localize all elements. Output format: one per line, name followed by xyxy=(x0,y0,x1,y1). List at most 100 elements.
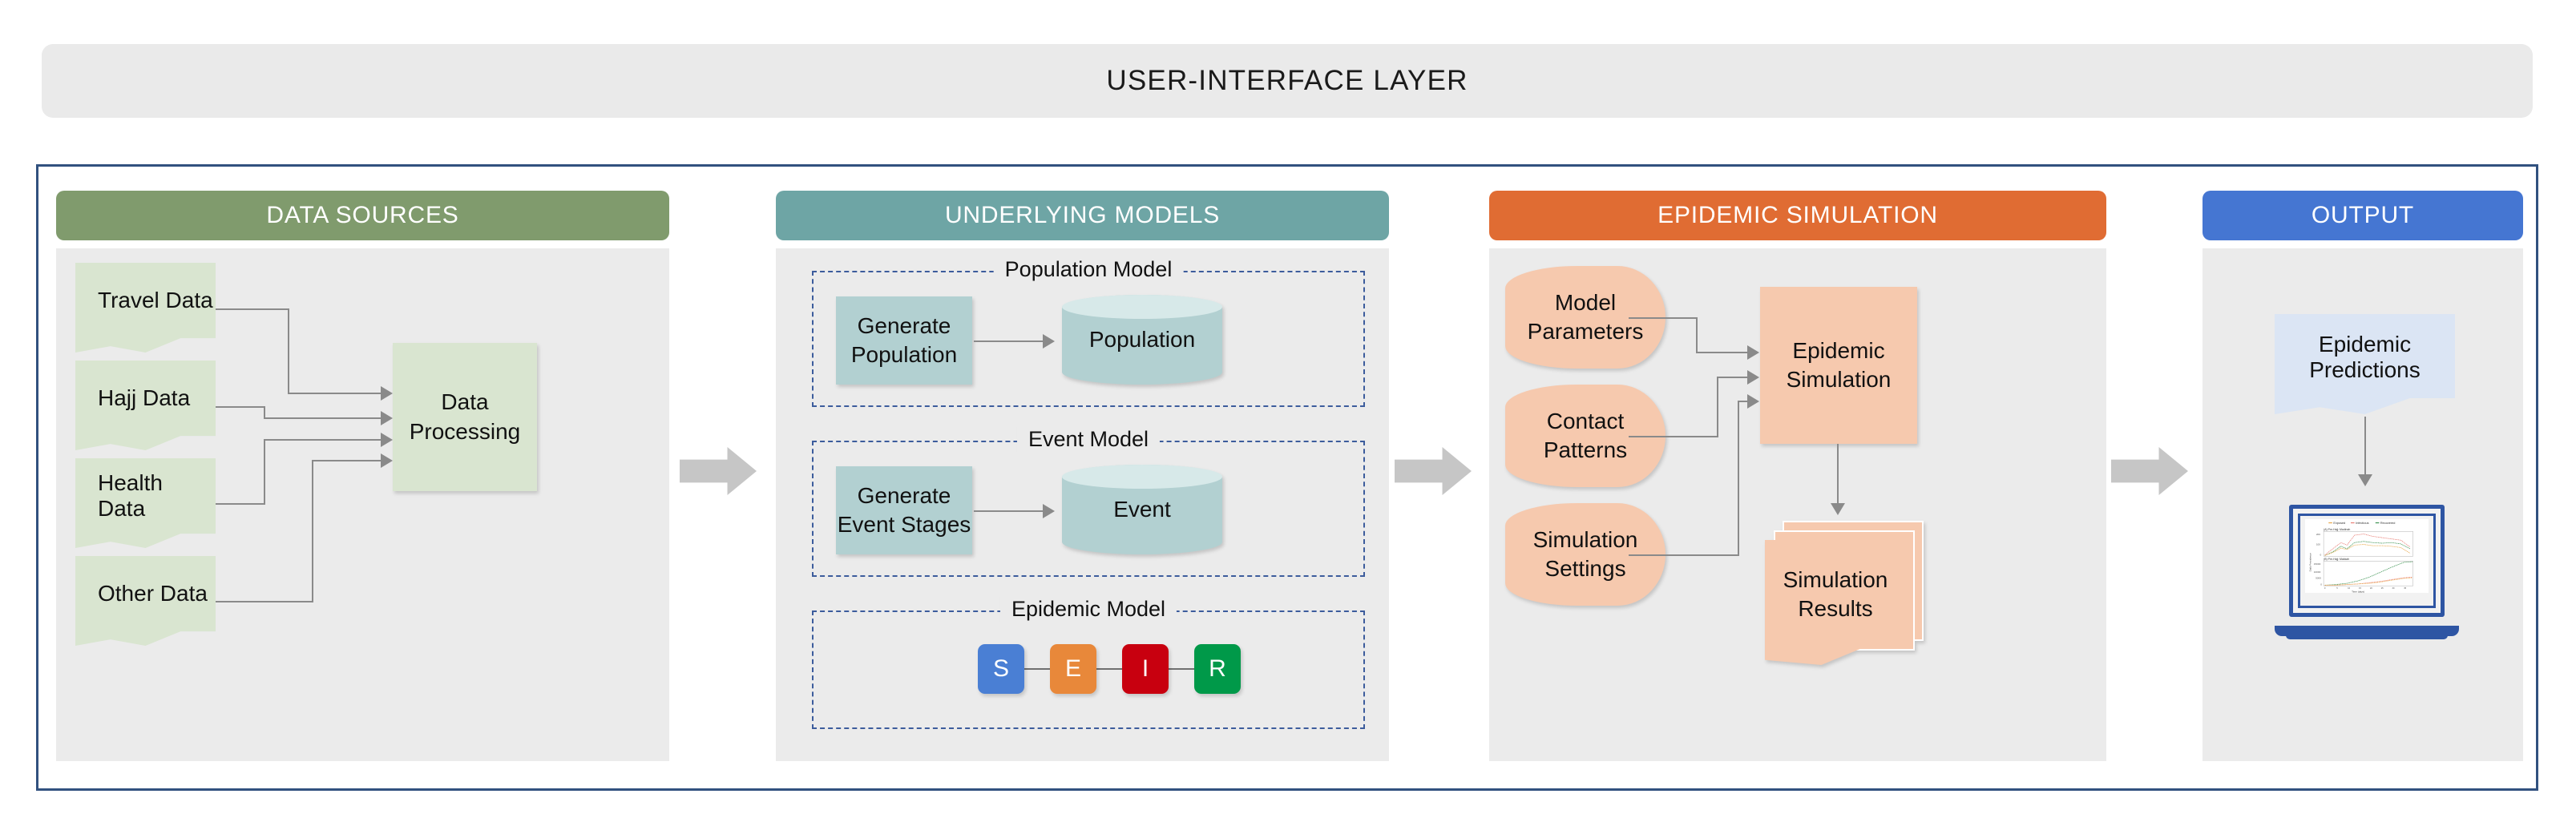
data-sources-header: DATA SOURCES xyxy=(56,191,669,240)
seir-chip-e[interactable]: E xyxy=(1050,644,1096,694)
svg-text:Time (days): Time (days) xyxy=(2352,590,2364,594)
underlying-models-body: Population Model Generate Population Pop… xyxy=(776,248,1389,761)
epidemic-simulation-engine[interactable]: Epidemic Simulation xyxy=(1760,287,1917,444)
submodel-epidemic-title: Epidemic Model xyxy=(999,597,1177,622)
data-source-card-travel[interactable]: Travel Data xyxy=(75,263,216,353)
connector-hajj-v xyxy=(264,406,265,418)
data-processing-box[interactable]: Data Processing xyxy=(393,343,537,491)
svg-text:0: 0 xyxy=(2320,553,2321,556)
output-header: OUTPUT xyxy=(2203,191,2523,240)
connector-health-h xyxy=(216,503,265,505)
arrowhead-settings xyxy=(1747,394,1759,409)
submodel-population: Population Model Generate Population Pop… xyxy=(812,257,1365,407)
submodel-epidemic: Epidemic Model S E I R xyxy=(812,597,1365,729)
arrowhead-laptop xyxy=(2358,474,2372,486)
connector-other-h xyxy=(216,601,313,602)
svg-text:35: 35 xyxy=(2404,586,2406,590)
connector-contact-h2 xyxy=(1717,377,1747,378)
connector-contact-h xyxy=(1629,436,1718,437)
event-datastore[interactable]: Event xyxy=(1062,465,1222,554)
connector-health-h2 xyxy=(264,439,381,441)
user-interface-layer-banner: USER-INTERFACE LAYER xyxy=(42,44,2533,118)
column-output: OUTPUT Epidemic Predictions Exp xyxy=(2203,191,2523,761)
svg-text:(A) Pre-Hajj: Madinah: (A) Pre-Hajj: Madinah xyxy=(2324,528,2350,531)
arrowhead-genpop xyxy=(1043,334,1055,349)
connector-params-h2 xyxy=(1696,352,1747,353)
underlying-models-header: UNDERLYING MODELS xyxy=(776,191,1389,240)
connector-params-v xyxy=(1696,317,1698,353)
arrowhead-other xyxy=(381,453,393,468)
connector-travel-v xyxy=(288,308,289,393)
column-underlying-models: UNDERLYING MODELS Population Model Gener… xyxy=(776,191,1389,761)
seir-chip-i[interactable]: I xyxy=(1122,644,1169,694)
connector-health-v xyxy=(264,439,265,503)
svg-text:Daily Prevalence: Daily Prevalence xyxy=(2309,553,2312,571)
simulation-results-stack[interactable]: Simulation Results xyxy=(1765,521,1925,673)
connector-genpop xyxy=(974,340,1043,342)
seir-link-se xyxy=(1024,668,1050,670)
laptop-device: Exposed Infectious Recovered (A) Pre-Haj… xyxy=(2275,505,2459,641)
data-source-card-health[interactable]: Health Data xyxy=(75,458,216,548)
results-sheet-front: Simulation Results xyxy=(1765,540,1906,665)
svg-text:0: 0 xyxy=(2324,586,2326,590)
submodel-population-title: Population Model xyxy=(993,257,1184,282)
seir-link-ei xyxy=(1096,668,1122,670)
svg-text:10000: 10000 xyxy=(2314,570,2321,574)
flow-arrow-simulation-to-output xyxy=(2111,447,2188,495)
laptop-screen: Exposed Infectious Recovered (A) Pre-Haj… xyxy=(2298,514,2436,608)
arrowhead-params xyxy=(1747,345,1759,360)
user-interface-layer-title: USER-INTERFACE LAYER xyxy=(1106,65,1468,96)
data-sources-body: Travel Data Hajj Data Health Data Other … xyxy=(56,248,669,761)
laptop-lid: Exposed Infectious Recovered (A) Pre-Haj… xyxy=(2289,505,2445,617)
connector-contact-v xyxy=(1717,377,1718,436)
column-epidemic-simulation: EPIDEMIC SIMULATION Model Parameters Con… xyxy=(1489,191,2106,761)
svg-text:10: 10 xyxy=(2348,586,2350,590)
svg-text:0: 0 xyxy=(2320,582,2322,586)
connector-other-v xyxy=(312,460,313,601)
data-source-card-hajj[interactable]: Hajj Data xyxy=(75,361,216,450)
epidemic-simulation-body: Model Parameters Contact Patterns Simula… xyxy=(1489,248,2106,761)
svg-text:Infectious: Infectious xyxy=(2356,522,2368,525)
seir-link-ir xyxy=(1169,668,1194,670)
seir-chip-s[interactable]: S xyxy=(978,644,1024,694)
connector-travel-h xyxy=(216,308,289,310)
connector-settings-h xyxy=(1629,554,1739,556)
flow-arrow-sources-to-models xyxy=(680,447,757,495)
column-data-sources: DATA SOURCES Travel Data Hajj Data Healt… xyxy=(56,191,669,761)
connector-params-h xyxy=(1629,317,1698,319)
svg-text:25: 25 xyxy=(2381,586,2384,590)
arrowhead-genevent xyxy=(1043,504,1055,518)
epidemic-simulation-header: EPIDEMIC SIMULATION xyxy=(1489,191,2106,240)
svg-text:5000: 5000 xyxy=(2316,577,2321,580)
svg-text:15000: 15000 xyxy=(2314,562,2321,566)
arrowhead-contact xyxy=(1747,370,1759,385)
laptop-base xyxy=(2275,626,2459,636)
connector-settings-v xyxy=(1738,401,1739,554)
svg-text:Recovered: Recovered xyxy=(2380,522,2396,525)
seir-chip-r[interactable]: R xyxy=(1194,644,1241,694)
connector-other-h2 xyxy=(312,460,381,461)
svg-text:100: 100 xyxy=(2316,542,2320,546)
svg-text:5: 5 xyxy=(2336,586,2338,590)
svg-text:15: 15 xyxy=(2359,586,2361,590)
population-datastore[interactable]: Population xyxy=(1062,295,1222,385)
epidemic-curve-chart: Exposed Infectious Recovered (A) Pre-Haj… xyxy=(2305,519,2429,594)
seir-state-row: S E I R xyxy=(978,644,1241,694)
connector-predictions-to-laptop xyxy=(2364,417,2366,474)
arrowhead-health xyxy=(381,433,393,447)
generate-event-stages-box[interactable]: Generate Event Stages xyxy=(836,466,972,554)
svg-text:20: 20 xyxy=(2370,586,2372,590)
svg-text:(B) Pre-Hajj: Makkah: (B) Pre-Hajj: Makkah xyxy=(2324,558,2349,561)
submodel-event: Event Model Generate Event Stages Event xyxy=(812,427,1365,577)
connector-hajj-h xyxy=(216,406,265,408)
generate-population-box[interactable]: Generate Population xyxy=(836,296,972,385)
epidemic-predictions-card[interactable]: Epidemic Predictions xyxy=(2275,314,2455,414)
svg-text:200: 200 xyxy=(2316,533,2320,536)
arrowhead-results xyxy=(1831,503,1845,515)
submodel-event-title: Event Model xyxy=(1016,427,1161,452)
arrowhead-hajj xyxy=(381,411,393,425)
connector-engine-to-results xyxy=(1837,444,1839,503)
flow-arrow-models-to-simulation xyxy=(1395,447,1472,495)
output-body: Epidemic Predictions Exposed xyxy=(2203,248,2523,761)
data-source-card-other[interactable]: Other Data xyxy=(75,556,216,646)
